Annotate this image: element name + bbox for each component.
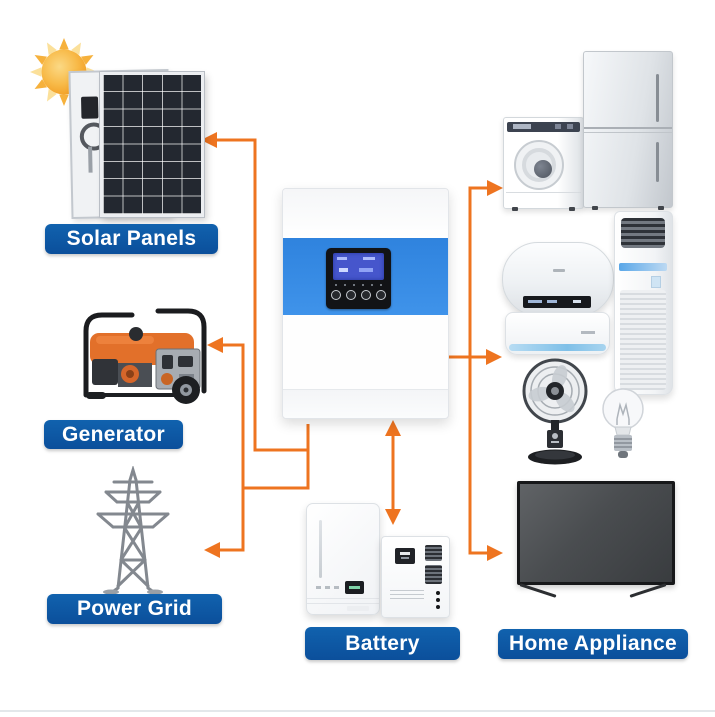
washing-machine-image	[503, 117, 584, 211]
arrowhead-battery-up	[385, 420, 401, 436]
heater-control-strip	[523, 296, 591, 308]
inverter-button	[361, 290, 371, 300]
wire-solar-branch	[217, 138, 308, 452]
inverter-indicator-lights	[335, 284, 382, 286]
light-bulb-image	[602, 388, 644, 458]
wall-battery-small-image	[381, 536, 450, 618]
water-heater-image	[502, 242, 614, 316]
junction-box	[81, 96, 99, 119]
wire-appliance-column	[468, 186, 489, 555]
arrowhead-appliance-top	[487, 180, 503, 196]
battery-label: Battery	[305, 627, 460, 660]
inverter-lcd-display	[333, 253, 384, 280]
refrigerator-image	[583, 51, 673, 210]
bottom-divider-line	[0, 710, 715, 712]
inverter-mid-section	[283, 315, 448, 390]
inverter-bottom-section	[283, 390, 448, 418]
power-grid-label: Power Grid	[47, 594, 222, 624]
floor-air-conditioner-image	[614, 211, 673, 395]
arrowhead-power-grid	[204, 542, 220, 558]
washer-control-panel	[507, 122, 580, 132]
solar-panel-front-image	[100, 72, 204, 217]
arrowhead-generator	[207, 337, 223, 353]
arrowhead-appliance-mid	[486, 349, 502, 365]
hybrid-inverter	[282, 188, 449, 419]
arrowhead-battery-down	[385, 509, 401, 525]
arrowhead-solar	[201, 132, 217, 148]
wire-generator-grid-branch	[220, 343, 245, 552]
wall-battery-large-image	[306, 503, 380, 615]
battery-display	[345, 581, 364, 594]
generator-label: Generator	[44, 420, 183, 449]
inverter-top-section	[283, 189, 448, 238]
inverter-buttons	[331, 290, 386, 300]
battery-display	[395, 548, 415, 564]
television-image	[517, 481, 675, 585]
wire-inverter-bottom-left	[243, 424, 310, 490]
inverter-button	[331, 290, 341, 300]
pedestal-fan-image	[522, 358, 588, 465]
arrowhead-appliance-bottom	[487, 545, 503, 561]
wall-air-conditioner-image	[505, 312, 610, 355]
inverter-button	[376, 290, 386, 300]
power-grid-tower-image	[96, 466, 170, 594]
inverter-button	[346, 290, 356, 300]
generator-image	[83, 308, 207, 404]
home-appliance-label: Home Appliance	[498, 629, 688, 659]
cable-line	[88, 146, 93, 173]
washer-door	[514, 140, 564, 190]
solar-panels-label: Solar Panels	[45, 224, 218, 254]
inverter-control-panel	[326, 248, 391, 309]
